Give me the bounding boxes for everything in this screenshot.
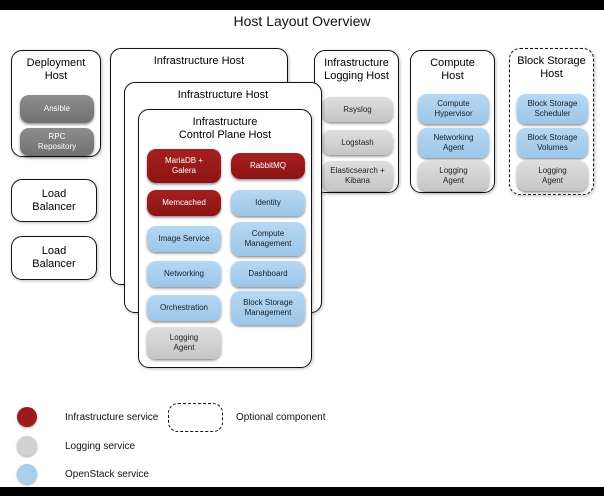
service-pill-image-service: Image Service [147, 226, 221, 252]
legend-swatch-logging [17, 436, 37, 456]
host-infrastructure-middle-title: Infrastructure Host [177, 89, 269, 101]
service-pill-networking: Networking [147, 261, 221, 287]
host-control-plane-title: Infrastructure Control Plane Host [178, 116, 272, 142]
legend-swatch-infrastructure [17, 407, 37, 427]
service-pill-rpc-repository: RPC Repository [20, 128, 94, 156]
legend-label-openstack: OpenStack service [65, 468, 149, 480]
service-pill-orchestration: Orchestration [147, 295, 221, 321]
top-black-bar [0, 0, 604, 10]
host-deployment-title: Deployment Host [26, 57, 86, 83]
legend-item-openstack: OpenStack service [17, 464, 149, 484]
legend-label-logging: Logging service [65, 440, 136, 452]
service-pill-block-storage-volumes: Block Storage Volumes [517, 128, 588, 158]
host-block-storage: Block Storage Host Block Storage Schedul… [509, 48, 594, 195]
service-pill-compute-hypervisor: Compute Hypervisor [418, 94, 489, 124]
host-infrastructure-logging-title: Infrastructure Logging Host [324, 57, 389, 83]
host-infrastructure-outer-title: Infrastructure Host [153, 55, 245, 67]
service-pill-logging-agent-compute: Logging Agent [418, 161, 489, 191]
service-pill-logging-agent-control-plane: Logging Agent [147, 327, 221, 359]
service-pill-mariadb-galera: MariaDB + Galera [147, 149, 221, 183]
host-control-plane: Infrastructure Control Plane Host MariaD… [138, 109, 312, 368]
legend-optional-component-box [168, 403, 223, 432]
service-pill-identity: Identity [231, 190, 305, 216]
service-pill-block-storage-management: Block Storage Management [231, 291, 305, 325]
service-pill-logging-agent-block-storage: Logging Agent [517, 161, 588, 191]
host-load-balancer-1: Load Balancer [11, 179, 97, 222]
service-pill-elasticsearch-kibana: Elasticsearch + Kibana [322, 161, 393, 191]
service-pill-logstash: Logstash [322, 130, 393, 155]
legend-label-optional-component: Optional component [236, 412, 326, 423]
service-pill-rabbitmq: RabbitMQ [231, 153, 305, 179]
service-pill-rsyslog: Rsyslog [322, 97, 393, 122]
host-compute: Compute Host Compute Hypervisor Networki… [410, 50, 495, 193]
service-pill-ansible: Ansible [20, 95, 94, 123]
host-load-balancer-2: Load Balancer [11, 236, 97, 280]
service-pill-networking-agent: Networking Agent [418, 128, 489, 158]
host-deployment: Deployment Host Ansible RPC Repository [11, 50, 101, 157]
legend-item-logging: Logging service [17, 436, 135, 456]
legend-item-infrastructure: Infrastructure service [17, 407, 158, 427]
host-block-storage-title: Block Storage Host [517, 55, 586, 81]
host-load-balancer-2-title: Load Balancer [32, 245, 76, 271]
host-compute-title: Compute Host [430, 57, 475, 83]
bottom-black-bar [0, 487, 604, 496]
host-load-balancer-1-title: Load Balancer [32, 188, 76, 214]
page-title: Host Layout Overview [233, 13, 371, 29]
service-pill-memcached: Memcached [147, 190, 221, 216]
service-pill-dashboard: Dashboard [231, 261, 305, 287]
legend-label-infrastructure: Infrastructure service [65, 411, 159, 423]
service-pill-compute-management: Compute Management [231, 222, 305, 256]
service-pill-block-storage-scheduler: Block Storage Scheduler [517, 94, 588, 124]
legend-swatch-openstack [17, 464, 37, 484]
host-infrastructure-logging: Infrastructure Logging Host Rsyslog Logs… [314, 50, 399, 193]
